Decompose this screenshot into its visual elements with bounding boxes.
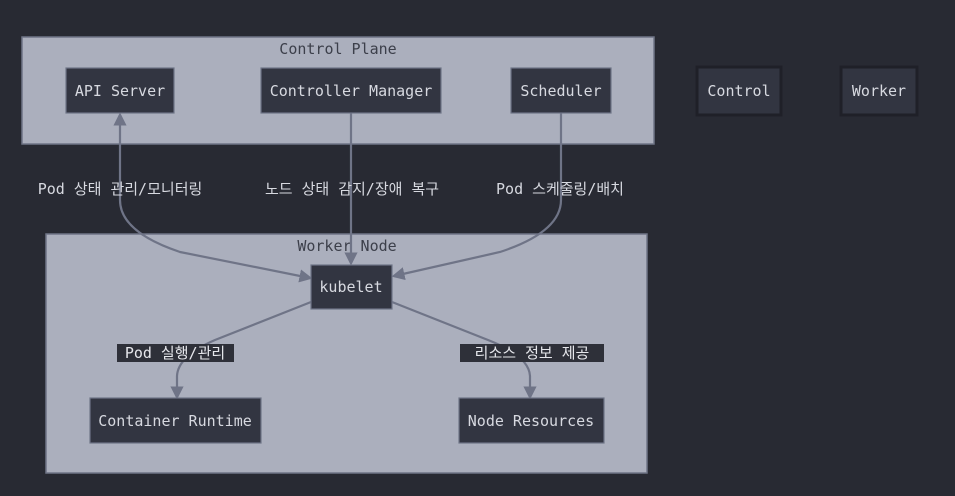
node-label-kubelet: kubelet <box>319 278 382 296</box>
node-kubelet[interactable]: kubelet <box>310 264 393 310</box>
control-plane-title: Control Plane <box>279 40 396 58</box>
node-label-scheduler: Scheduler <box>520 82 601 100</box>
node-label-controller-manager: Controller Manager <box>270 82 433 100</box>
node-scheduler[interactable]: Scheduler <box>510 67 612 114</box>
edge-scheduler-kubelet <box>391 113 563 281</box>
edge-api-kubelet <box>113 112 313 283</box>
legend-control: Control <box>695 65 783 117</box>
legend-label-worker: Worker <box>852 82 906 100</box>
edge-label-group-runtime: Pod 실행/관리 <box>117 344 234 362</box>
node-node-resources[interactable]: Node Resources <box>458 397 605 444</box>
node-container-runtime[interactable]: Container Runtime <box>89 397 262 444</box>
edge-label-controller-kubelet: 노드 상태 감지/장애 복구 <box>265 180 439 198</box>
legend-worker: Worker <box>839 65 919 117</box>
node-controller-manager[interactable]: Controller Manager <box>260 67 442 114</box>
worker-node-title: Worker Node <box>297 237 396 255</box>
node-label-node-resources: Node Resources <box>468 412 594 430</box>
edge-label-scheduler-kubelet: Pod 스케줄링/배치 <box>496 180 624 198</box>
edge-label-kubelet-resources: 리소스 정보 제공 <box>475 344 590 362</box>
node-label-api-server: API Server <box>75 82 165 100</box>
node-api-server[interactable]: API Server <box>65 67 175 114</box>
edge-label-kubelet-runtime: Pod 실행/관리 <box>125 344 225 362</box>
legend-label-control: Control <box>707 82 770 100</box>
edge-label-api-kubelet: Pod 상태 관리/모니터링 <box>38 180 203 198</box>
edge-label-group-resources: 리소스 정보 제공 <box>460 344 604 362</box>
node-label-container-runtime: Container Runtime <box>98 412 252 430</box>
